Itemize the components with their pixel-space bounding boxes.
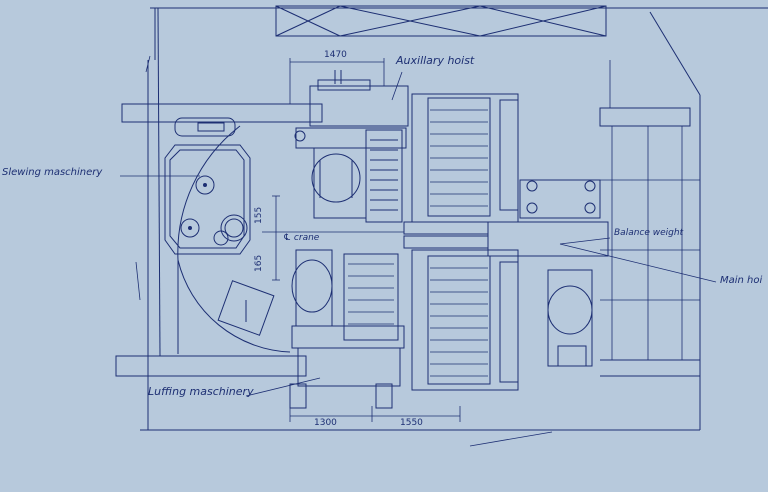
balance-weight-label: Balance weight <box>614 228 684 238</box>
slewing-machinery-label: Slewing maschinery <box>2 167 103 178</box>
dim-bottom-left: 1300 <box>314 418 337 428</box>
lower-hoist-drum <box>411 249 519 391</box>
main-hoist-label: Main hoi <box>720 275 763 286</box>
main-hoist-motor <box>519 179 601 367</box>
auxiliary-hoist <box>294 70 409 223</box>
slewing-machinery <box>164 117 251 255</box>
dim-top-width: 1470 <box>324 50 347 60</box>
leader-lines <box>120 55 717 447</box>
dim-vertical-lower: 165 <box>254 254 264 272</box>
dim-bottom-right: 1550 <box>400 418 423 428</box>
upper-hoist-drum <box>411 93 519 223</box>
balance-weight <box>403 221 609 257</box>
dim-vertical-upper: 155 <box>254 206 264 224</box>
dimension-lines <box>262 58 461 422</box>
auxiliary-hoist-label: Auxillary hoist <box>396 54 475 67</box>
horizontal-girders <box>115 103 700 377</box>
slewing-sweep <box>177 125 291 354</box>
crane-centerline-label: ℄ crane <box>283 233 320 243</box>
luffing-machinery <box>289 249 405 409</box>
luffing-machinery-label: Luffing maschinery <box>148 385 254 398</box>
top-beam <box>275 5 607 37</box>
right-grid <box>600 60 700 360</box>
